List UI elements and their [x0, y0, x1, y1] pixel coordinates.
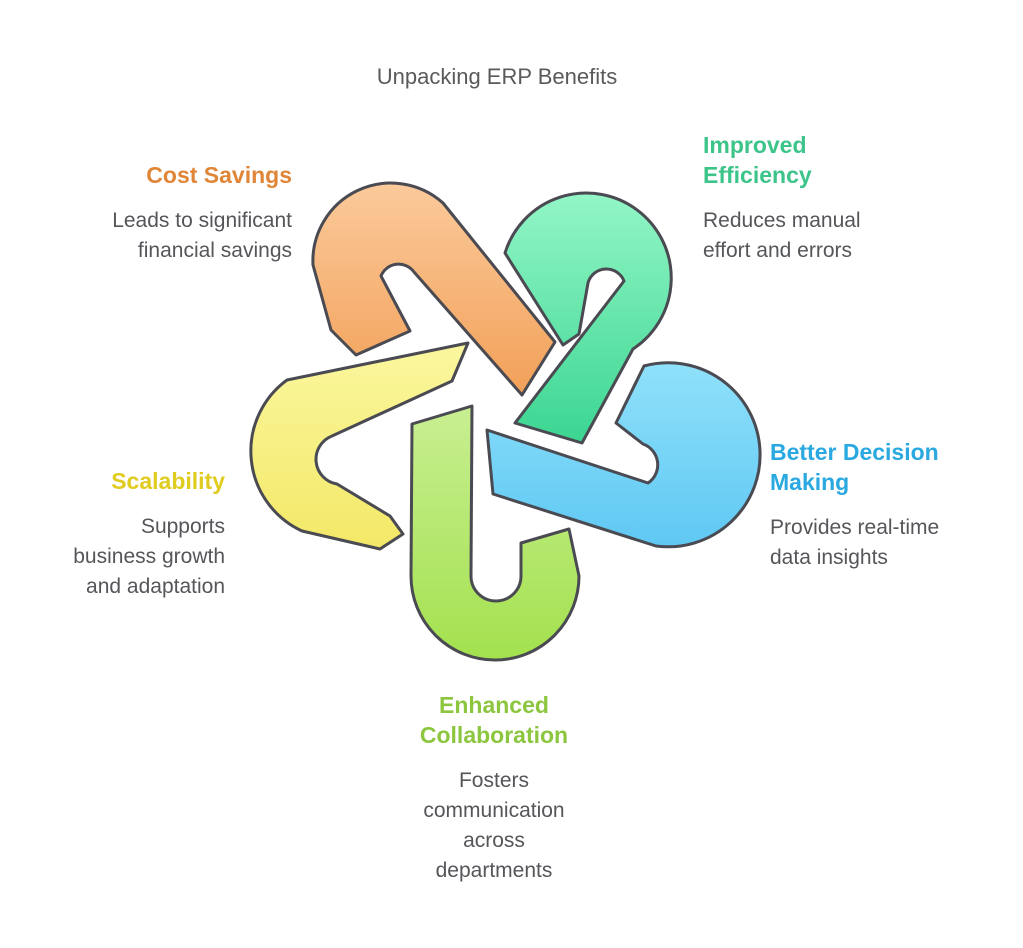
better-decision-making-loop: [485, 361, 762, 549]
enhanced-collaboration-loop: [409, 404, 581, 662]
benefit-description-scalability: Supports business growth and adaptation: [73, 515, 225, 598]
benefit-description-enhanced-collaboration: Fosters communication across departments: [423, 769, 565, 882]
benefit-description-improved-efficiency: Reduces manual effort and errors: [703, 209, 861, 262]
benefit-heading-better-decision-making: Better Decision Making: [770, 439, 939, 495]
benefit-heading-improved-efficiency: Improved Efficiency: [703, 132, 812, 188]
benefit-description-better-decision-making: Provides real-time data insights: [770, 516, 940, 569]
benefit-improved-efficiency: Improved Efficiency Reduces manual effor…: [703, 130, 923, 266]
cost-savings-loop: [311, 181, 557, 397]
benefit-description-cost-savings: Leads to significant financial savings: [112, 209, 292, 262]
benefit-better-decision-making: Better Decision Making Provides real-tim…: [770, 437, 1010, 573]
improved-efficiency-loop: [503, 191, 673, 445]
benefit-heading-cost-savings: Cost Savings: [146, 162, 292, 188]
benefit-cost-savings: Cost Savings Leads to significant financ…: [52, 160, 292, 266]
scalability-loop: [249, 341, 470, 551]
benefit-heading-enhanced-collaboration: Enhanced Collaboration: [419, 692, 569, 748]
page-title: Unpacking ERP Benefits: [376, 64, 618, 89]
benefit-enhanced-collaboration: Enhanced Collaboration Fosters communica…: [394, 690, 594, 886]
benefit-scalability: Scalability Supports business growth and…: [5, 466, 225, 602]
benefit-heading-scalability: Scalability: [111, 468, 225, 494]
